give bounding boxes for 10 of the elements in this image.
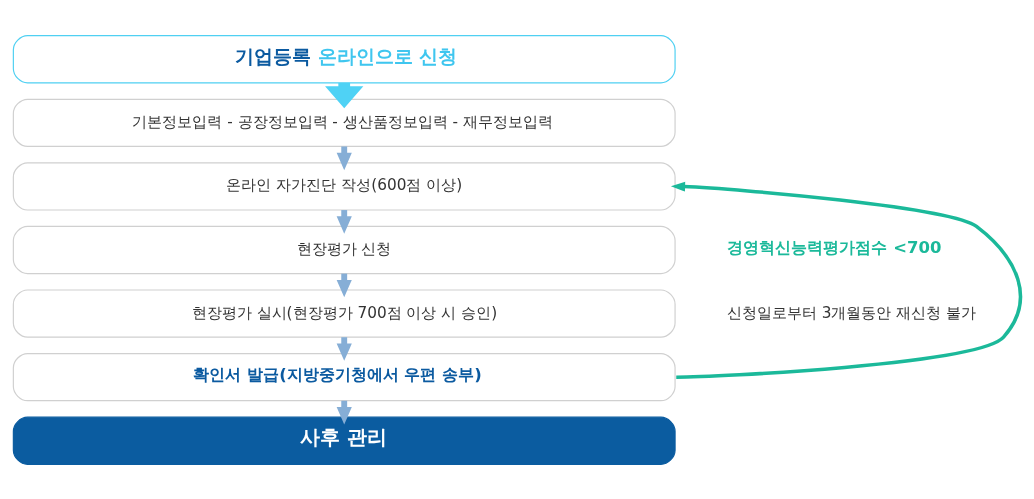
label: 경영혁신능력평가점수 <700 xyxy=(727,237,942,257)
label: 신청일로부터 3개월동안 재신청 불가 xyxy=(726,303,977,322)
arrow xyxy=(670,181,1023,379)
node-box: 온라인 자가진단 작성(600점 이상) xyxy=(12,161,676,211)
node-box: 확인서 발급(지방중기청에서 우편 송부) xyxy=(12,352,676,401)
node-box: 기본정보입력 - 공장정보입력 - 생산품정보입력 - 재무정보입력 xyxy=(12,98,676,147)
node-box: 기업등록 온라인으로 신청 xyxy=(12,34,676,83)
node-box: 현장평가 실시(현장평가 700점 이상 시 승인) xyxy=(12,288,676,338)
node-box: 사후 관리 xyxy=(12,416,676,465)
node-box: 현장평가 신청 xyxy=(12,225,676,274)
